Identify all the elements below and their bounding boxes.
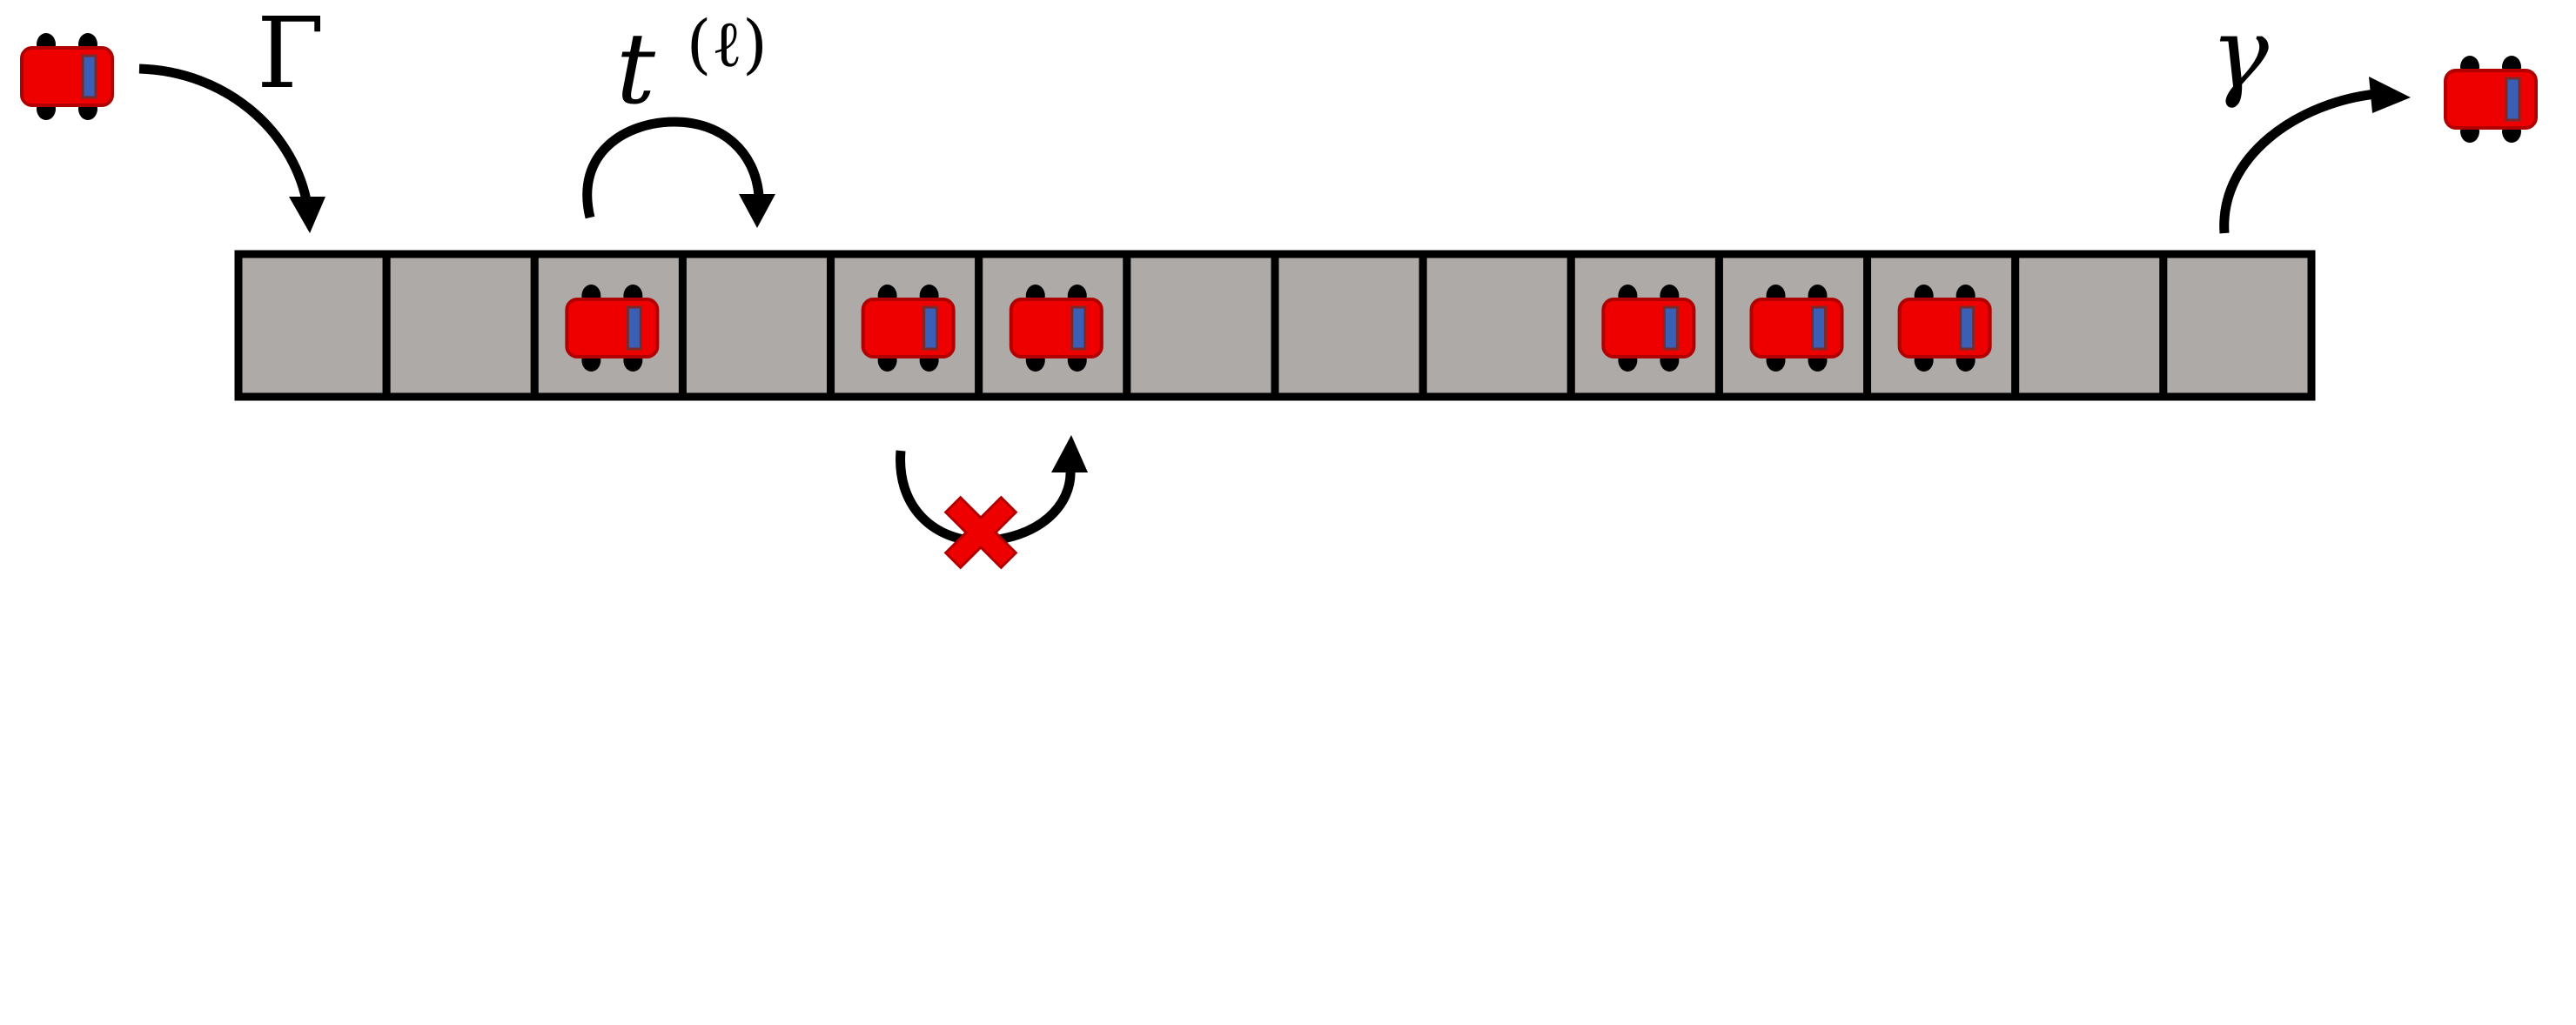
- hop-rate-superscript: (ℓ): [687, 7, 768, 82]
- lattice-cells: [234, 250, 2316, 401]
- car-icon: [1897, 283, 1992, 373]
- car-shape: [1009, 283, 1104, 373]
- lattice-site: [2159, 250, 2316, 401]
- injection-rate-label: Γ: [257, 0, 325, 111]
- extraction-arrowhead: [2369, 77, 2411, 113]
- injection-arrow: [138, 64, 312, 202]
- lattice-site: [234, 250, 391, 401]
- car-icon: [20, 31, 114, 122]
- car-icon: [861, 283, 956, 373]
- injection-arrowhead: [289, 197, 325, 233]
- blocked-hop-arrowhead: [1051, 435, 1088, 472]
- lattice-site: [2011, 250, 2168, 401]
- car-shape: [1601, 283, 1696, 373]
- car-icon: [565, 283, 660, 373]
- lattice-site: [1271, 250, 1427, 401]
- lattice-site: [382, 250, 539, 401]
- extraction-rate-label: γ: [2210, 0, 2270, 111]
- lattice-site: [1123, 250, 1279, 401]
- car-icon: [1009, 283, 1104, 373]
- car-shape: [1897, 283, 1992, 373]
- car-icon: [1749, 283, 1844, 373]
- car-shape: [565, 283, 660, 373]
- hop-rate-label: t (ℓ): [616, 7, 768, 126]
- lattice-site: [1419, 250, 1575, 401]
- hop-arrowhead: [739, 194, 775, 228]
- lattice-site: [678, 250, 835, 401]
- car-shape: [861, 283, 956, 373]
- incoming-car: [20, 31, 114, 122]
- hop-arrow: [582, 117, 764, 219]
- extraction-arrow: [2219, 89, 2377, 234]
- cross-icon: [943, 495, 1018, 570]
- outgoing-car: [2444, 54, 2538, 144]
- hop-rate-base: t: [616, 13, 656, 126]
- car-icon: [1601, 283, 1696, 373]
- car-icon: [2444, 54, 2538, 144]
- car-shape: [1749, 283, 1844, 373]
